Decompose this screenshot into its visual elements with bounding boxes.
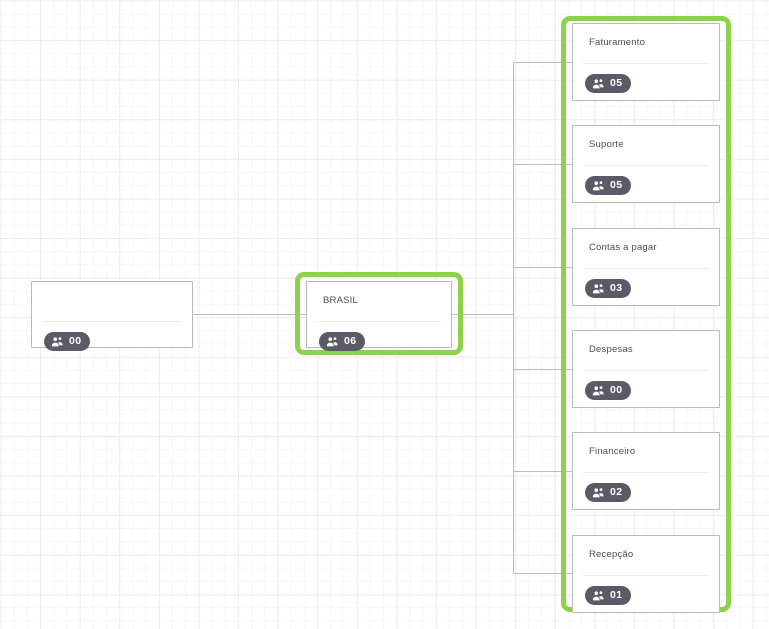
divider (42, 321, 182, 322)
org-node-department[interactable]: Financeiro 02 (572, 432, 720, 510)
member-count-value: 00 (69, 335, 82, 348)
member-count-value: 05 (610, 77, 623, 90)
users-group-icon (592, 180, 604, 190)
org-node-department[interactable]: Suporte 05 (572, 125, 720, 203)
org-node-root[interactable]: 00 (31, 281, 193, 351)
member-count-value: 00 (610, 384, 623, 397)
users-group-icon (592, 590, 604, 600)
member-count-badge[interactable]: 01 (585, 586, 632, 605)
org-node-department-title: Suporte (589, 139, 624, 150)
member-count-badge[interactable]: 06 (319, 332, 366, 351)
connector-branch-4 (513, 369, 572, 370)
member-count-value: 02 (610, 486, 623, 499)
org-node-department[interactable]: Recepção 01 (572, 535, 720, 613)
org-node-brasil[interactable]: BRASIL 06 (306, 281, 452, 351)
connector-branch-1 (513, 62, 572, 63)
users-group-icon (592, 487, 604, 497)
divider (583, 268, 709, 269)
users-group-icon (592, 385, 604, 395)
member-count-badge[interactable]: 05 (585, 74, 632, 93)
member-count-value: 01 (610, 589, 623, 602)
divider (583, 575, 709, 576)
member-count-badge[interactable]: 02 (585, 483, 632, 502)
member-count-badge[interactable]: 00 (585, 381, 632, 400)
member-count-value: 05 (610, 179, 623, 192)
org-node-brasil-title: BRASIL (323, 295, 358, 306)
org-node-department[interactable]: Despesas 00 (572, 330, 720, 408)
divider (583, 63, 709, 64)
users-group-icon (51, 336, 63, 346)
divider (317, 321, 441, 322)
divider (583, 370, 709, 371)
org-node-department[interactable]: Faturamento 05 (572, 23, 720, 101)
org-node-department-title: Faturamento (589, 37, 646, 48)
org-node-department-title: Despesas (589, 344, 633, 355)
connector-branch-2 (513, 164, 572, 165)
member-count-badge[interactable]: 00 (44, 332, 91, 351)
connector-branch-5 (513, 471, 572, 472)
users-group-icon (592, 78, 604, 88)
connector-root-to-brasil (193, 314, 306, 315)
connector-branch-3 (513, 267, 572, 268)
org-node-department-title: Contas a pagar (589, 242, 657, 253)
users-group-icon (326, 336, 338, 346)
member-count-badge[interactable]: 05 (585, 176, 632, 195)
users-group-icon (592, 283, 604, 293)
divider (583, 472, 709, 473)
org-node-department[interactable]: Contas a pagar 03 (572, 228, 720, 306)
org-node-department-title: Financeiro (589, 446, 636, 457)
member-count-value: 06 (344, 335, 357, 348)
connector-trunk (513, 62, 514, 574)
member-count-value: 03 (610, 282, 623, 295)
connector-branch-6 (513, 573, 572, 574)
divider (583, 165, 709, 166)
connector-brasil-to-trunk (452, 314, 513, 315)
member-count-badge[interactable]: 03 (585, 279, 632, 298)
selection-frame-departments (561, 16, 731, 612)
org-node-department-title: Recepção (589, 549, 634, 560)
